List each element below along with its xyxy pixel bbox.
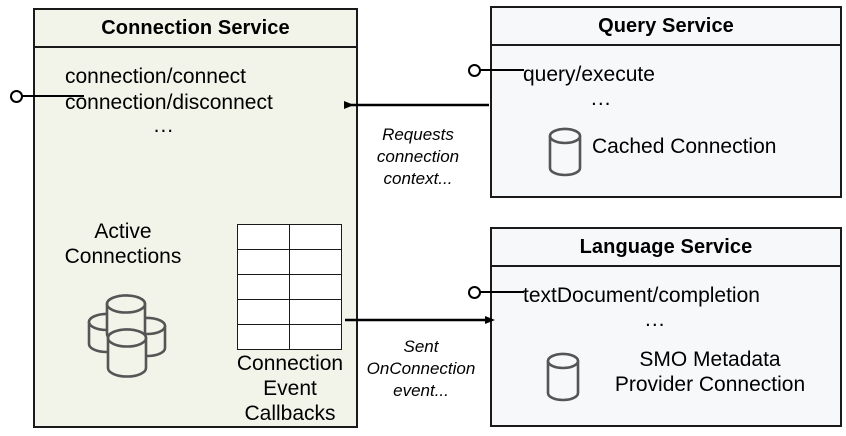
language-service-operations: textDocument/completion ... — [523, 283, 760, 330]
cached-connection-label: Cached Connection — [592, 135, 777, 158]
table-row — [237, 324, 342, 350]
connector-label-line-2: connection — [376, 146, 460, 166]
active-connections-label: Active Connections — [53, 219, 193, 269]
callbacks-label-line-2: Event — [263, 377, 317, 401]
connector-label-sent-onconnection-event: Sent OnConnection event... — [360, 336, 482, 401]
active-connections-label-line-2: Connections — [64, 245, 182, 269]
active-connections-label-line-1: Active — [94, 220, 152, 243]
connection-event-callbacks-label: Connection Event Callbacks — [200, 351, 380, 427]
connector-label-line-3: event... — [393, 380, 449, 400]
connector-label-requests-connection-context: Requests connection context... — [363, 124, 473, 189]
component-connection-service[interactable]: Connection Service connection/connect co… — [33, 8, 358, 428]
operation-textdocument-completion[interactable]: textDocument/completion — [523, 284, 760, 307]
query-service-title: Query Service — [492, 8, 840, 46]
callbacks-label-line-1: Connection — [236, 352, 344, 375]
table-row — [237, 249, 342, 275]
lollipop-stem-icon — [22, 95, 84, 97]
operation-query-execute[interactable]: query/execute — [523, 63, 655, 86]
operation-connection-disconnect[interactable]: connection/disconnect — [65, 90, 273, 114]
query-service-body: query/execute ... Cached Connection — [492, 46, 840, 196]
connector-label-line-1: Requests — [382, 125, 454, 144]
smo-label-line-2: Provider Connection — [614, 373, 806, 397]
language-service-body: textDocument/completion ... SMO Metadata… — [492, 267, 840, 425]
connector-label-line-3: context... — [383, 168, 453, 188]
connection-service-ellipsis: ... — [153, 114, 175, 138]
lollipop-stem-icon — [480, 291, 524, 293]
smo-label-line-1: SMO Metadata — [639, 348, 781, 371]
cylinder-cluster-icon — [55, 286, 185, 386]
language-service-ellipsis: ... — [645, 307, 666, 331]
connection-service-operations: connection/connect connection/disconnect… — [65, 64, 273, 136]
cylinder-icon — [542, 349, 586, 405]
table-row — [237, 299, 342, 325]
query-service-ellipsis: ... — [591, 86, 612, 110]
table-row — [237, 224, 342, 250]
smo-metadata-provider-label: SMO Metadata Provider Connection — [590, 347, 830, 397]
connector-label-line-1: Sent — [403, 337, 439, 356]
lollipop-stem-icon — [480, 69, 524, 71]
component-query-service[interactable]: Query Service query/execute ... Cached C… — [490, 6, 842, 198]
cylinder-icon — [544, 124, 588, 180]
component-language-service[interactable]: Language Service textDocument/completion… — [490, 227, 842, 427]
table-grid-icon — [237, 224, 342, 350]
language-service-title: Language Service — [492, 229, 840, 267]
callbacks-label-line-3: Callbacks — [244, 402, 336, 426]
connection-service-title: Connection Service — [35, 10, 356, 48]
callbacks-grid — [237, 224, 342, 350]
table-row — [237, 274, 342, 300]
connector-label-line-2: OnConnection — [366, 358, 476, 378]
query-service-operations: query/execute ... — [523, 62, 655, 109]
connection-service-body: connection/connect connection/disconnect… — [35, 48, 356, 426]
operation-connection-connect[interactable]: connection/connect — [65, 65, 246, 88]
